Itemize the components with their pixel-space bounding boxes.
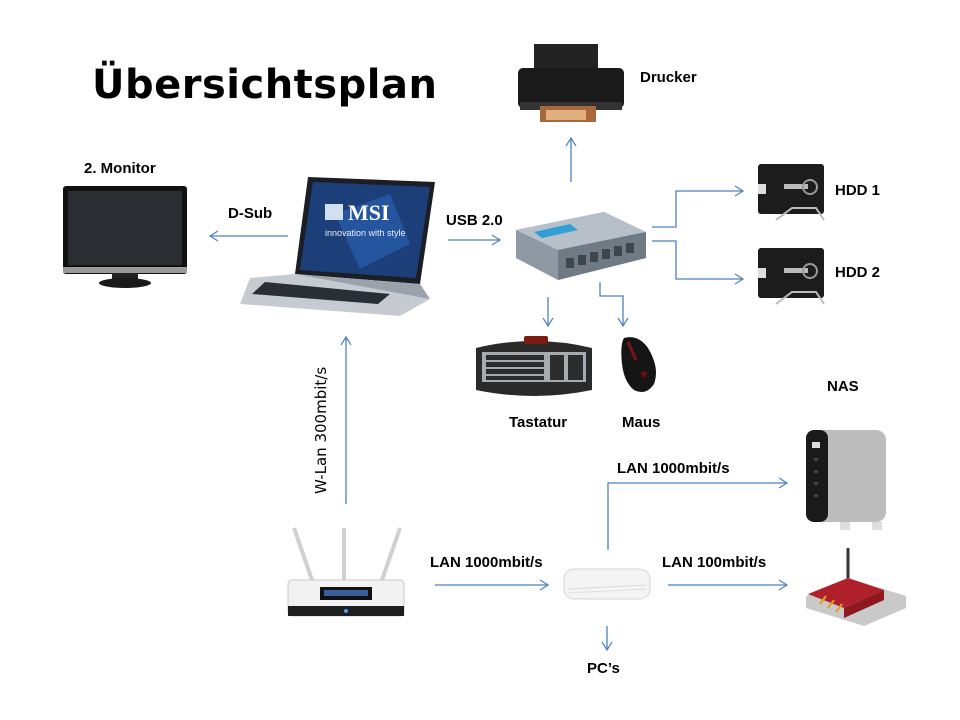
usb-connection-label: USB 2.0: [446, 212, 503, 229]
usb-hub-icon: [516, 212, 646, 280]
hdd2-label: HDD 2: [835, 264, 881, 281]
laptop-screen-brand: MSI: [348, 200, 390, 225]
monitor-label: 2. Monitor: [84, 160, 156, 177]
hdd1-icon: [758, 164, 825, 221]
arrow-hub-to-hdd1: [652, 185, 745, 228]
laptop-icon: MSI innovation with style: [240, 177, 435, 316]
dsub-connection-label: D-Sub: [228, 205, 273, 222]
dsl-router-icon: [806, 548, 906, 626]
keyboard-icon: [476, 336, 592, 396]
hdd2-icon: [758, 248, 825, 305]
printer-icon: [518, 44, 624, 122]
hdd1-label: HDD 1: [835, 182, 881, 199]
wlan-connection-label: W-Lan 300mbit/s: [312, 366, 330, 494]
arrow-hub-to-hdd2: [652, 240, 745, 285]
wlan-router-icon: [287, 527, 405, 617]
monitor-icon: [63, 186, 187, 288]
laptop-screen-slogan: innovation with style: [325, 228, 406, 238]
arrow-switch-to-nas: [607, 477, 789, 550]
keyboard-label: Tastatur: [509, 414, 568, 431]
nas-icon: [806, 430, 886, 530]
lan-dsl-connection-label: LAN 100mbit/s: [662, 554, 767, 571]
mouse-label: Maus: [622, 414, 661, 431]
diagram-title: Übersichtsplan: [92, 62, 438, 108]
arrow-hub-to-mouse: [599, 282, 629, 328]
lan-nas-connection-label: LAN 1000mbit/s: [617, 460, 730, 477]
switch-icon: [563, 568, 651, 600]
printer-label: Drucker: [640, 69, 697, 86]
nas-label: NAS: [827, 378, 859, 395]
mouse-icon: [621, 337, 656, 392]
pcs-label: PC’s: [587, 660, 620, 677]
lan-router-connection-label: LAN 1000mbit/s: [430, 554, 543, 571]
